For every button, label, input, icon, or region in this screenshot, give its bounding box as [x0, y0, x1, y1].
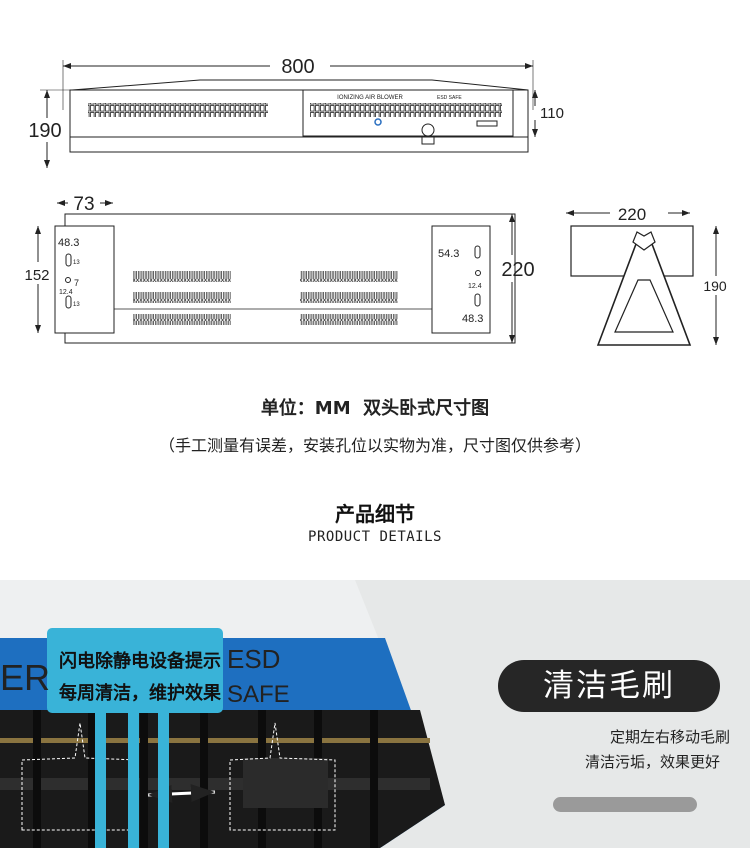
tag-line-1: 闪电除静电设备提示 [59, 650, 221, 671]
right-bottom-dim: 48.3 [462, 313, 483, 325]
esd-label: ESD [227, 644, 280, 674]
feature-desc-line-1: 定期左右移动毛刷 [609, 728, 730, 746]
front-width-dim: 800 [281, 56, 314, 78]
decorative-bar [553, 797, 697, 812]
side-height-dim: 190 [703, 278, 727, 294]
esd-mark: ESD SAFE [437, 95, 462, 101]
top-view-vents [133, 271, 398, 325]
dimension-drawing: 800 190 110 IONIZING AIR BLOWER ESD SAFE… [24, 56, 727, 346]
front-height-dim: 190 [28, 120, 61, 142]
top-view [35, 200, 516, 344]
unit-caption: 单位：MM 双头卧式尺寸图 [260, 398, 490, 419]
details-title: 产品细节 [335, 502, 415, 526]
total-height-dim: 220 [501, 259, 534, 281]
left-spacing-dim: 12.4 [59, 289, 73, 296]
side-view [566, 210, 719, 346]
panel-title: IONIZING AIR BLOWER [337, 95, 403, 101]
details-subtitle: PRODUCT DETAILS [308, 529, 442, 545]
side-width-dim: 220 [618, 205, 646, 224]
left-slot2-dim: 13 [73, 302, 80, 308]
right-spacing-dim: 12.4 [468, 283, 482, 290]
left-hole-dim: 7 [74, 278, 79, 288]
left-slot1-dim: 13 [73, 260, 80, 266]
tag-line-2: 每周清洁，维护效果 [59, 682, 222, 703]
right-offset-dim: 54.3 [438, 248, 459, 260]
er-label: ER [0, 657, 50, 698]
feature-desc-line-2: 清洁污垢，效果更好 [584, 753, 720, 771]
plate-height-dim: 152 [24, 267, 49, 284]
brush-block [243, 758, 328, 808]
safe-label: SAFE [227, 681, 290, 708]
measurement-note: （手工测量有误差，安装孔位以实物为准，尺寸图仅供参考） [158, 436, 591, 455]
front-view [40, 60, 538, 168]
plate-width-dim: 73 [73, 194, 94, 215]
front-depth-dim: 110 [540, 105, 564, 122]
brush-photo: ER ESD SAFE 闪电除静电设备提示 每周清洁，维护效果 [0, 580, 445, 848]
left-top-dim: 48.3 [58, 237, 79, 249]
feature-title-pill: 清洁毛刷 [498, 660, 720, 712]
